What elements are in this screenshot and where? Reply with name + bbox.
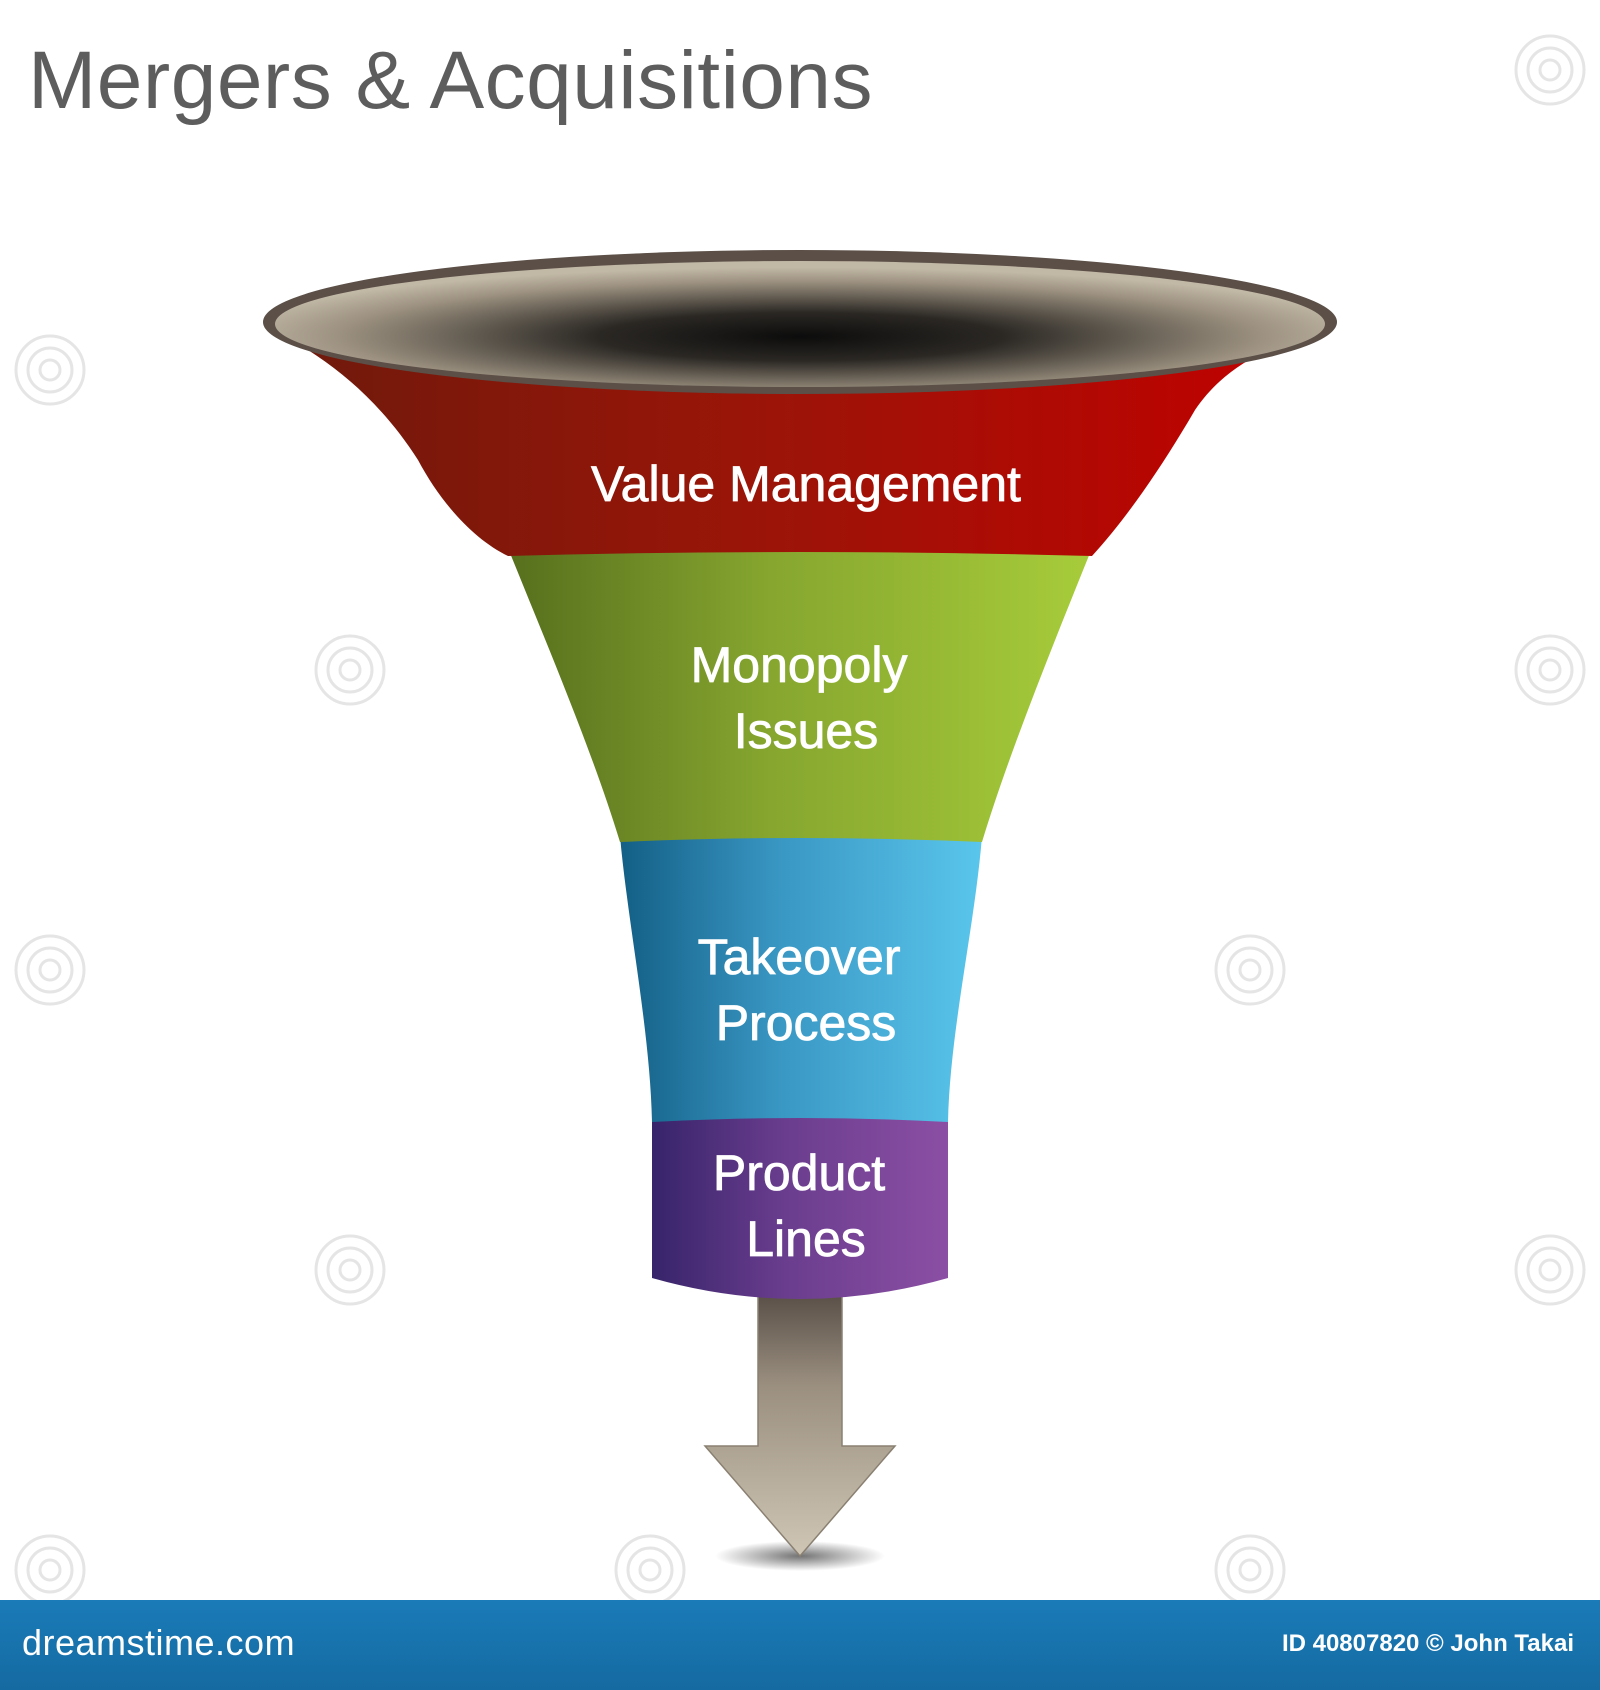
funnel-segment-1 — [282, 335, 1318, 556]
funnel-segment-3 — [620, 832, 982, 1122]
funnel-segment-4 — [652, 1112, 948, 1299]
funnel-segment-2 — [508, 544, 1092, 842]
footer-bar: dreamstime.com ID 40807820 © John Takai — [0, 1600, 1600, 1690]
stage-label-2: Monopoly Issues — [691, 637, 922, 759]
footer-credit: ID 40807820 © John Takai — [1281, 1630, 1574, 1657]
spiral-watermark-icon — [14, 34, 1586, 1600]
funnel-opening — [263, 250, 1337, 394]
down-arrow-icon — [703, 1294, 897, 1571]
stage-label-4: Product Lines — [713, 1145, 899, 1267]
footer-site-link[interactable]: dreamstime.com — [22, 1622, 296, 1663]
stage-label-3: Takeover Process — [698, 929, 915, 1051]
funnel-diagram: Value Management Monopoly Issues Takeove… — [14, 34, 1586, 1600]
stage-label-1: Value Management — [591, 456, 1021, 512]
diagram-title: Mergers & Acquisitions — [28, 35, 874, 126]
